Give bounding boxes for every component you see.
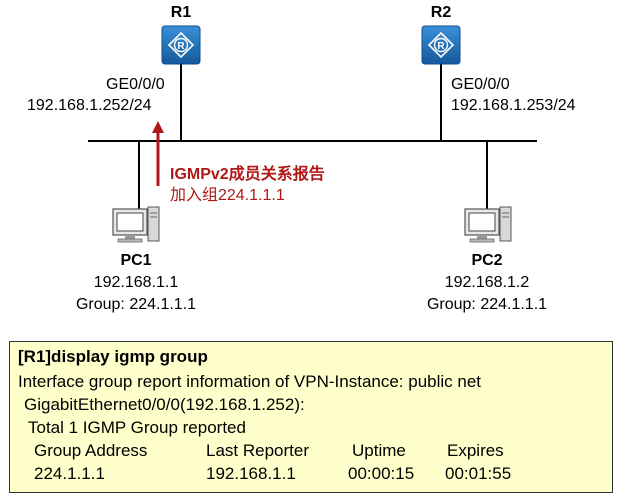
router-icon: R [161,25,201,65]
pc-group: Group: 224.1.1.1 [426,296,548,313]
pc-group: Group: 224.1.1.1 [75,296,197,313]
pc-icon [112,206,160,243]
cli-cell: 00:01:55 [445,464,512,483]
cli-header: Last Reporter [206,441,309,460]
pc-ip: 192.168.1.2 [444,274,530,291]
cli-header: Uptime [352,441,406,460]
cli-cell: 00:00:15 [348,464,415,483]
cli-header: Expires [447,441,504,460]
router-ip: 192.168.1.253/24 [451,97,576,114]
cli-header: Group Address [34,441,148,460]
pc-ip: 192.168.1.1 [93,274,179,291]
report-title: IGMPv2成员关系报告 [170,166,325,183]
cli-command: [R1]display igmp group [18,347,208,366]
router-name: R2 [430,4,452,21]
cli-line: Total 1 IGMP Group reported [28,418,246,437]
report-detail: 加入组224.1.1.1 [170,187,285,204]
pc-name: PC2 [471,252,503,269]
pc-icon [464,206,512,243]
svg-text:R: R [437,41,445,52]
cli-line: Interface group report information of VP… [18,372,482,391]
pc-name: PC1 [120,252,152,269]
svg-text:R: R [177,41,185,52]
cli-cell: 192.168.1.1 [206,464,296,483]
router-interface: GE0/0/0 [106,76,165,93]
cli-cell: 224.1.1.1 [34,464,105,483]
router-icon: R [421,25,461,65]
router-ip: 192.168.1.252/24 [27,97,152,114]
router-name: R1 [170,4,192,21]
up-arrow-icon [152,121,164,186]
router-interface: GE0/0/0 [451,76,510,93]
cli-line: GigabitEthernet0/0/0(192.168.1.252): [24,395,305,414]
cli-output-box: [R1]display igmp group Interface group r… [9,341,613,493]
